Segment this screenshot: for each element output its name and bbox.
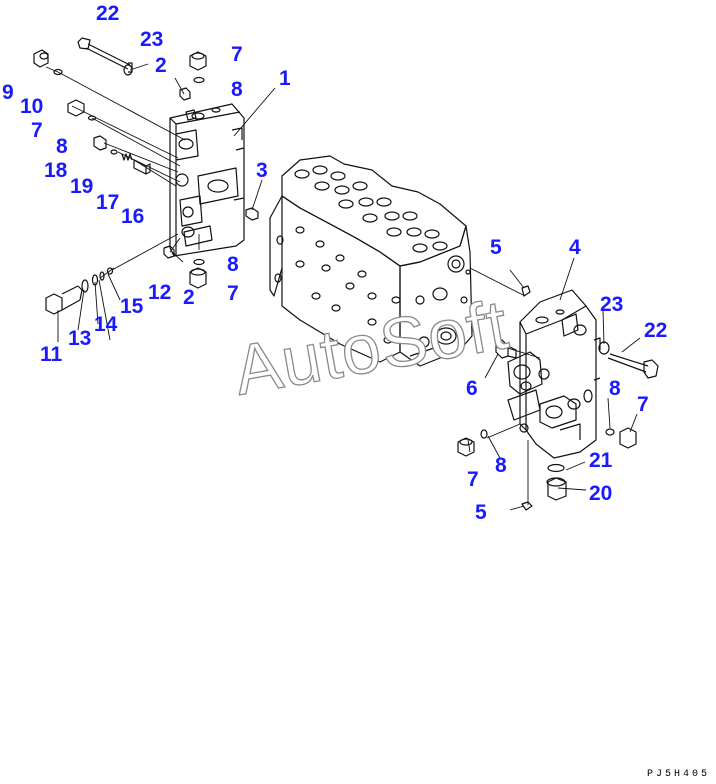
callout-8-right: 8 [609, 377, 621, 400]
callout-18: 18 [44, 159, 68, 182]
callout-7-top: 7 [231, 43, 243, 66]
callout-8-left: 8 [56, 135, 68, 158]
callout-8-mid: 8 [227, 253, 239, 276]
callout-5-top: 5 [490, 236, 502, 259]
callout-14: 14 [94, 313, 118, 336]
callout-1: 1 [279, 67, 291, 90]
callout-13: 13 [68, 327, 92, 350]
callout-7-right: 7 [637, 393, 649, 416]
callout-19: 19 [70, 175, 94, 198]
callout-6: 6 [466, 377, 478, 400]
callout-3: 3 [256, 159, 268, 182]
callout-20: 20 [589, 482, 613, 505]
right-small-parts [457, 285, 659, 511]
callout-23-left: 23 [140, 28, 164, 51]
callout-7-left: 7 [31, 119, 43, 142]
callout-22-left: 22 [96, 2, 120, 25]
section-body-4 [507, 289, 601, 459]
callout-16: 16 [121, 205, 145, 228]
main-valve-block [269, 155, 473, 367]
callout-10: 10 [20, 95, 44, 118]
callout-7-lower: 7 [467, 468, 479, 491]
leader-lines [45, 63, 641, 511]
section-body-1 [169, 103, 245, 257]
callout-11: 11 [40, 343, 63, 366]
bolt-22-left [77, 37, 133, 76]
callout-23-right: 23 [600, 293, 624, 316]
callout-7-mid: 7 [227, 282, 239, 305]
callout-15: 15 [120, 295, 144, 318]
callout-17: 17 [96, 191, 120, 214]
callout-9: 9 [2, 81, 14, 104]
callout-4: 4 [569, 236, 581, 259]
callout-12: 12 [148, 281, 172, 304]
callout-2-top: 2 [155, 54, 167, 77]
callout-8-top: 8 [231, 78, 243, 101]
callout-5-bottom: 5 [475, 501, 487, 524]
callout-21: 21 [589, 449, 613, 472]
callout-2-low: 2 [183, 286, 195, 309]
callout-8-lower: 8 [495, 454, 507, 477]
page-code: PJ5H405 [646, 769, 710, 780]
callout-22-right: 22 [644, 319, 668, 342]
